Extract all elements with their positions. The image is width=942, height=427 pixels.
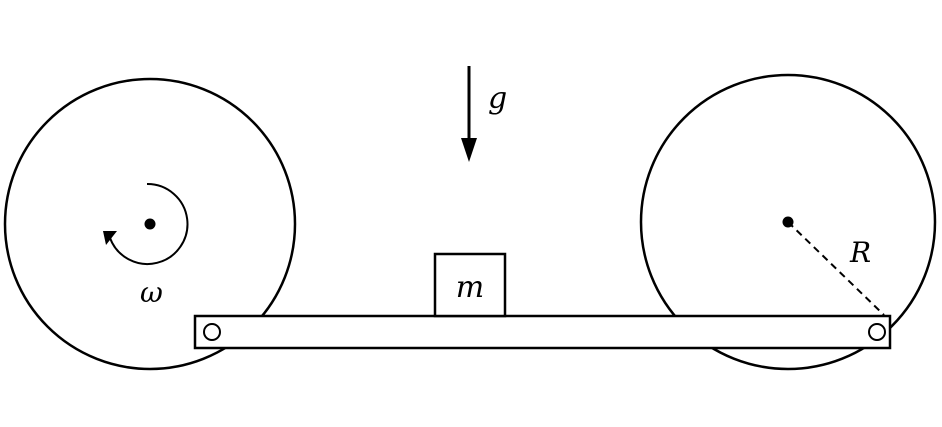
plank-body <box>193 314 892 350</box>
gravity-arrowhead-icon <box>461 138 477 162</box>
left-wheel-axle <box>144 218 156 230</box>
radius-dashed-line <box>787 221 885 316</box>
mass-block-box <box>433 252 507 318</box>
plank <box>193 314 892 350</box>
omega-label: ω <box>140 276 163 309</box>
gravity-label: g <box>488 81 507 116</box>
plank-right-pin <box>868 323 886 341</box>
rotation-arrowhead-icon <box>103 231 117 245</box>
left-wheel: ω <box>3 77 297 371</box>
plank-left-pin <box>203 323 221 341</box>
rotation-arc <box>109 182 189 265</box>
mass-label: m <box>456 270 484 305</box>
mass-block: m <box>433 252 507 318</box>
radius-label: R <box>849 236 871 269</box>
gravity-arrow: g <box>461 66 507 162</box>
right-wheel: R <box>639 73 937 371</box>
